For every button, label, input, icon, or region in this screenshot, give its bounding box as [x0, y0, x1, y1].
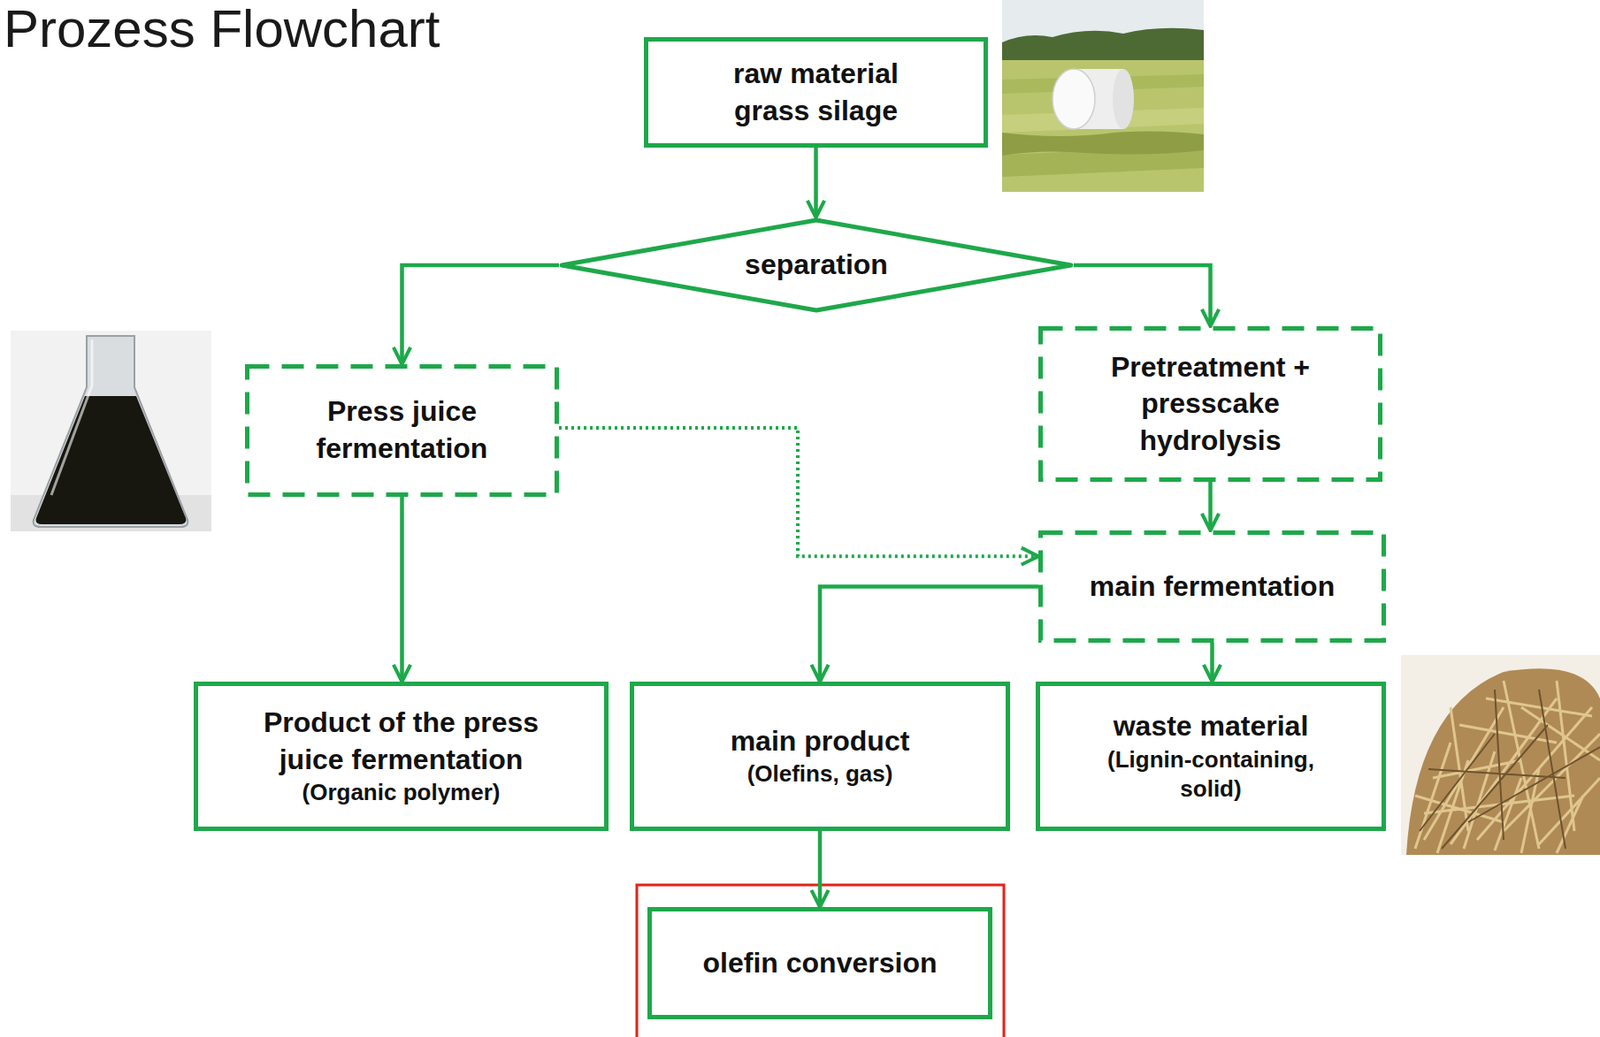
node-label: Press juice fermentation: [300, 393, 505, 467]
hay-photo: [1400, 655, 1600, 856]
dashed-border: [1041, 533, 1385, 642]
flow-arrow: [813, 147, 819, 218]
dashed-outline: [244, 364, 559, 498]
node-label: olefin conversion: [703, 945, 938, 983]
flow-arrow: [402, 265, 560, 365]
node-sublabel: (Olefins, gas): [747, 759, 894, 790]
node-sublabel: (Lignin-containing, solid): [1085, 745, 1338, 806]
flow-arrow: [1209, 643, 1215, 682]
process-box: Product of the press juice fermentation(…: [193, 681, 609, 832]
dashed-process-box: main fermentation: [1038, 530, 1386, 644]
node-label: main fermentation: [1089, 568, 1335, 606]
node-label: Product of the press juice fermentation: [251, 704, 552, 779]
flow-arrow: [818, 831, 823, 908]
highlight-frame: [636, 885, 1004, 1037]
process-box: raw material grass silage: [643, 37, 988, 148]
dashed-process-box: Press juice fermentation: [244, 364, 559, 498]
silage-photo: [1002, 0, 1204, 192]
node-label: main product: [730, 723, 911, 761]
process-box: main product(Olefins, gas): [629, 681, 1011, 832]
decision-diamond: separation: [558, 217, 1074, 314]
node-label: separation: [744, 246, 889, 284]
flow-arrow: [1073, 265, 1211, 327]
process-box: olefin conversion: [647, 907, 993, 1020]
diamond-shape: [561, 220, 1072, 311]
node-label: waste material: [1113, 708, 1310, 746]
node-label: raw material grass silage: [701, 55, 932, 130]
node-label: Pretreatment + presscake hydrolysis: [1102, 349, 1319, 460]
flow-arrow: [399, 497, 405, 682]
flow-arrow: [819, 587, 1039, 683]
node-sublabel: (Organic polymer): [302, 778, 501, 809]
dotted-arrow: [558, 428, 1039, 557]
flow-arrow: [1208, 482, 1213, 531]
process-box: waste material(Lignin-containing, solid): [1035, 681, 1386, 832]
beaker-photo: [10, 330, 212, 532]
dashed-border: [247, 367, 558, 496]
dashed-process-box: Pretreatment + presscake hydrolysis: [1038, 326, 1383, 483]
page-title: Prozess Flowchart: [3, 0, 440, 59]
dashed-border: [1041, 329, 1381, 481]
